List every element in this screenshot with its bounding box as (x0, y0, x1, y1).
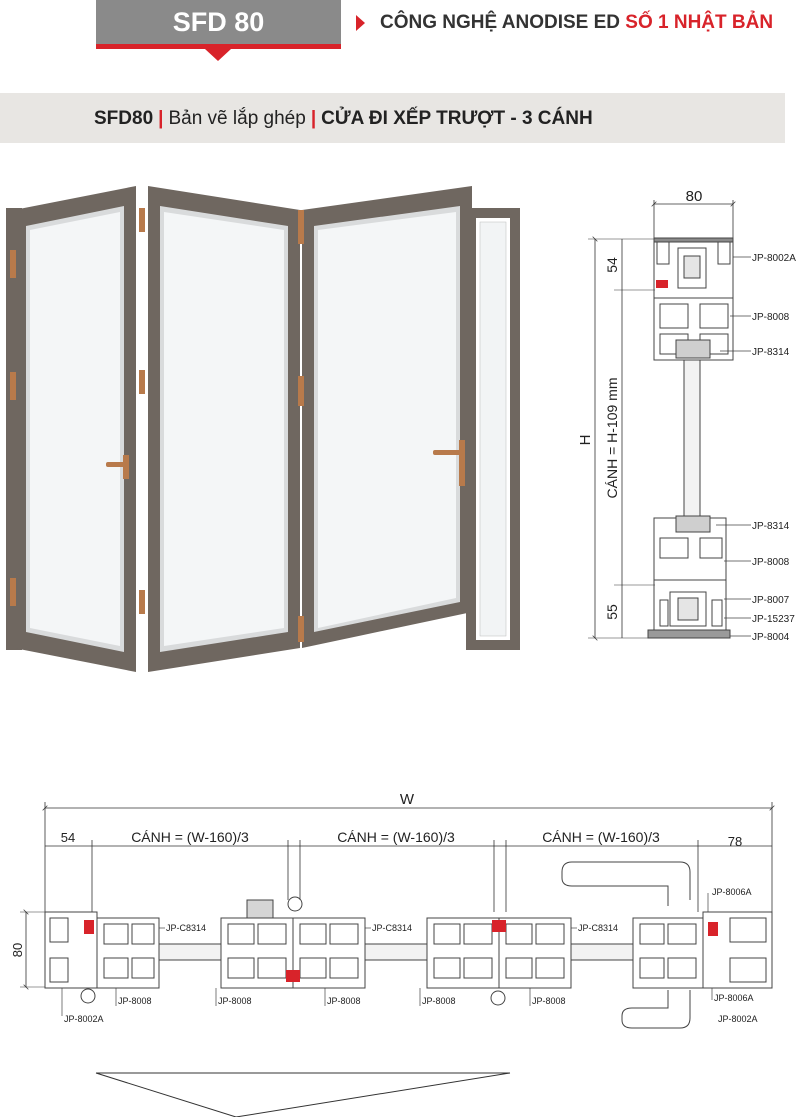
part-label: JP-C8314 (372, 923, 412, 933)
left-frame-dimension: 54 (61, 830, 75, 845)
part-label: JP-8002A (64, 1014, 104, 1024)
door-panel-3 (302, 186, 472, 648)
bottom-offset-dimension: 55 (604, 604, 620, 620)
part-label: JP-C8314 (578, 923, 618, 933)
overall-width-label: W (400, 791, 415, 808)
model-name: SFD 80 (172, 6, 265, 37)
part-label: JP-8007 (752, 595, 790, 606)
sash-width-formula: CÁNH = (W-160)/3 (542, 829, 660, 845)
part-label: JP-8006A (714, 993, 754, 1003)
play-arrow-icon (356, 15, 365, 31)
part-label: JP-8004 (752, 632, 790, 643)
part-label: JP-C8314 (166, 923, 206, 933)
sash-width-formula: CÁNH = (W-160)/3 (131, 829, 249, 845)
part-label: JP-8008 (118, 996, 152, 1006)
bottom-profile-drawing (647, 515, 731, 639)
model-pointer-icon (205, 49, 231, 61)
red-gaskets (84, 920, 718, 982)
vertical-section: 80 54 55 H CÁNH = H-109 mm (577, 188, 796, 643)
tech-highlight: SỐ 1 NHẬT BẢN (625, 12, 774, 33)
part-label: JP-8008 (752, 312, 790, 323)
drawing-type: Bản vẽ lắp ghép (168, 108, 306, 129)
part-label: JP-8008 (752, 557, 790, 568)
section-height-dimension: 80 (10, 943, 25, 957)
sash-height-formula: CÁNH = H-109 mm (604, 378, 620, 499)
door-panel-1 (14, 186, 136, 672)
section-width-dimension: 80 (686, 188, 703, 205)
pivot-pins (80, 896, 506, 1006)
part-label: JP-15237 (752, 614, 795, 625)
title-separator: | (158, 108, 164, 129)
top-offset-dimension: 54 (604, 257, 620, 273)
height-label: H (577, 435, 594, 446)
part-label: JP-8008 (532, 996, 566, 1006)
part-label: JP-8006A (712, 887, 752, 897)
sash-width-formula: CÁNH = (W-160)/3 (337, 829, 455, 845)
product-code: SFD80 (94, 108, 154, 129)
red-gasket (656, 280, 668, 288)
horizontal-profiles (44, 861, 773, 1029)
glass-line (683, 359, 701, 523)
part-label: JP-8314 (752, 347, 790, 358)
right-frame-dimension: 78 (728, 834, 742, 849)
part-label: JP-8002A (752, 253, 796, 264)
folding-plan (95, 1072, 511, 1117)
title-separator: | (310, 108, 317, 129)
title-band (0, 93, 785, 143)
part-label: JP-8008 (422, 996, 456, 1006)
product-name: CỬA ĐI XẾP TRƯỢT - 3 CÁNH (321, 108, 593, 129)
horizontal-section: W 54 CÁNH = (W-160)/3 CÁNH = (W-160)/3 C… (10, 791, 772, 1117)
drawing-title: SFD80|Bản vẽ lắp ghép|CỬA ĐI XẾP TRƯỢT -… (94, 108, 593, 130)
top-profile-drawing (653, 237, 734, 361)
technology-tagline: CÔNG NGHỆ ANODISE ED SỐ 1 NHẬT BẢN (380, 12, 773, 34)
door-elevation (6, 186, 520, 672)
handle-icon (106, 455, 129, 479)
model-underline (96, 44, 341, 49)
door-panel-2 (148, 186, 300, 672)
part-label: JP-8008 (327, 996, 361, 1006)
handle-icon (433, 440, 465, 486)
part-label: JP-8314 (752, 521, 790, 532)
hinges (10, 208, 304, 642)
tech-prefix: CÔNG NGHỆ ANODISE ED (380, 12, 620, 33)
part-label: JP-8008 (218, 996, 252, 1006)
part-label: JP-8002A (718, 1014, 758, 1024)
model-tab: SFD 80 (96, 0, 341, 44)
